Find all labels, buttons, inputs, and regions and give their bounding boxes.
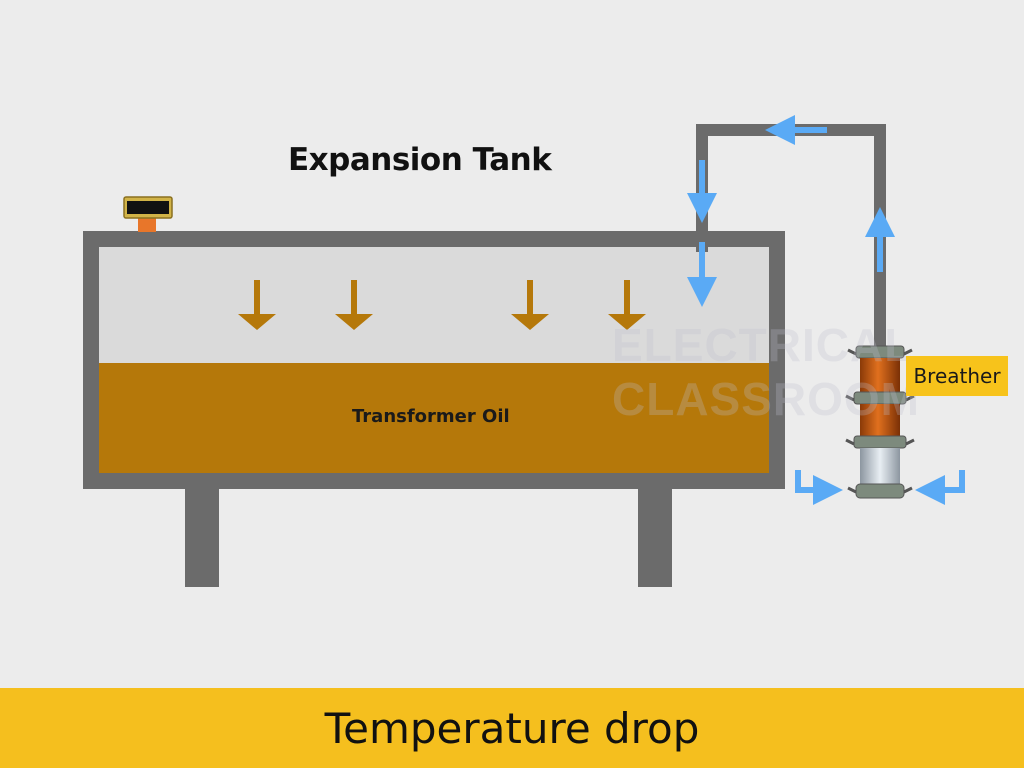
tank-leg-left [185, 486, 219, 587]
airflow-arrow-icon [795, 470, 843, 505]
diagram-title: Expansion Tank [288, 142, 552, 178]
down-arrow-icon [335, 280, 373, 330]
tank-leg-right [638, 486, 672, 587]
breather-label: Breather [906, 356, 1008, 396]
expansion-tank [83, 231, 785, 489]
air-space [99, 247, 769, 363]
caption-banner: Temperature drop [0, 688, 1024, 768]
caption-text: Temperature drop [324, 703, 700, 753]
oil-level [99, 363, 769, 473]
down-arrow-icon [511, 280, 549, 330]
oil-label: Transformer Oil [352, 406, 510, 427]
breather-unit [845, 345, 915, 499]
vent-cap-icon [123, 196, 173, 232]
airflow-arrow-icon [915, 470, 965, 505]
down-arrow-icon [238, 280, 276, 330]
down-arrow-icon [608, 280, 646, 330]
